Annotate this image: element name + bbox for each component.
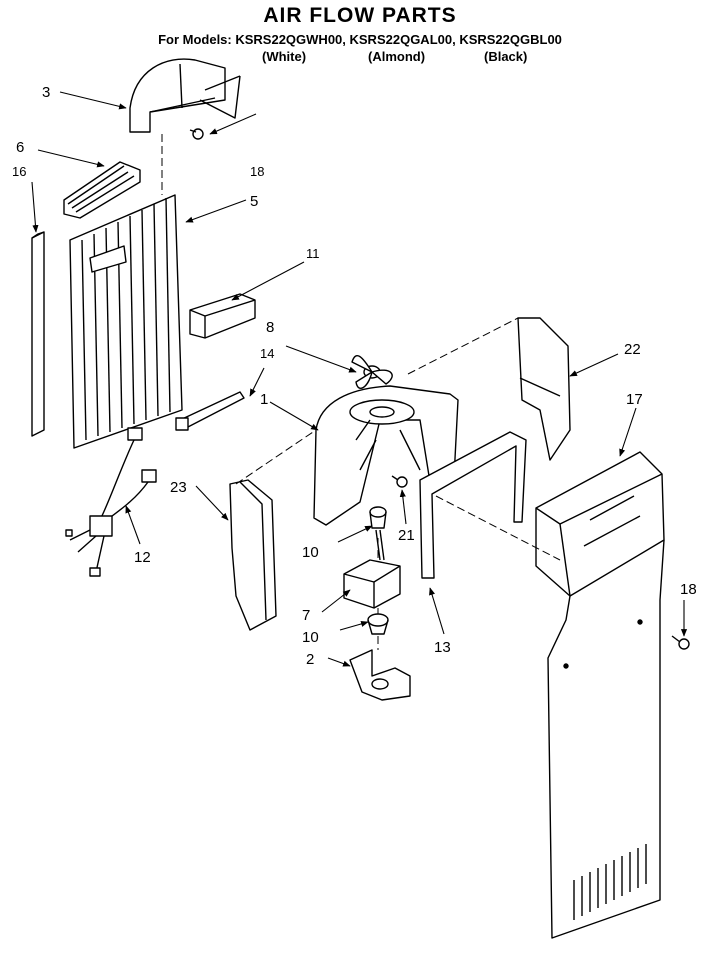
part-1-fan-housing bbox=[313, 385, 459, 526]
callout-7: 7 bbox=[302, 607, 310, 624]
part-10-grommet-upper bbox=[369, 506, 387, 529]
alignment-lines bbox=[161, 134, 561, 650]
callout-5: 5 bbox=[250, 193, 258, 210]
part-12-wire-harness bbox=[65, 427, 157, 577]
callout-6: 6 bbox=[16, 139, 24, 156]
part-18-screw-upper bbox=[189, 128, 204, 140]
part-14-sensor bbox=[175, 391, 245, 431]
part-13-gasket bbox=[419, 431, 527, 579]
part-18-screw bbox=[671, 635, 690, 650]
callout-17: 17 bbox=[626, 391, 643, 408]
part-5-evaporator-panel bbox=[69, 194, 183, 449]
finish-almond: (Almond) bbox=[368, 49, 426, 64]
callout-8: 8 bbox=[266, 319, 274, 336]
callout-3: 3 bbox=[42, 84, 50, 101]
callout-1: 1 bbox=[260, 391, 268, 408]
part-3-air-duct bbox=[129, 58, 241, 133]
part-6-vent-grille bbox=[63, 161, 141, 219]
finish-white: (White) bbox=[262, 49, 307, 64]
part-16-seal-strip bbox=[31, 231, 45, 437]
callout-10-lower: 10 bbox=[302, 629, 319, 646]
finish-black: (Black) bbox=[484, 49, 528, 64]
callout-18: 18 bbox=[680, 581, 697, 598]
callout-21: 21 bbox=[398, 527, 415, 544]
callout-16: 16 bbox=[12, 164, 26, 179]
callout-13: 13 bbox=[434, 639, 451, 656]
callout-10-upper: 10 bbox=[302, 544, 319, 561]
callout-14: 14 bbox=[260, 346, 274, 361]
part-17-rear-panel bbox=[535, 451, 665, 939]
part-7-fan-motor bbox=[343, 529, 401, 609]
callout-22: 22 bbox=[624, 341, 641, 358]
part-23-side-baffle bbox=[229, 479, 277, 631]
part-2-motor-bracket bbox=[349, 649, 411, 701]
page-title: AIR FLOW PARTS bbox=[263, 4, 457, 27]
leader-arrows bbox=[31, 91, 688, 667]
callout-labels: 3 6 16 5 18 11 14 8 1 23 12 10 21 7 10 2… bbox=[12, 84, 697, 668]
part-22-side-baffle bbox=[517, 317, 571, 461]
part-21-screw bbox=[391, 475, 408, 488]
part-8-fan-blade bbox=[351, 354, 393, 390]
callout-11: 11 bbox=[306, 246, 320, 261]
callout-2: 2 bbox=[306, 651, 314, 668]
part-10-grommet-lower bbox=[367, 613, 389, 635]
models-line: For Models: KSRS22QGWH00, KSRS22QGAL00, … bbox=[158, 32, 562, 47]
callout-23: 23 bbox=[170, 479, 187, 496]
part-11-bracket bbox=[189, 293, 256, 339]
callout-12: 12 bbox=[134, 549, 151, 566]
callout-18-upper: 18 bbox=[250, 164, 264, 179]
